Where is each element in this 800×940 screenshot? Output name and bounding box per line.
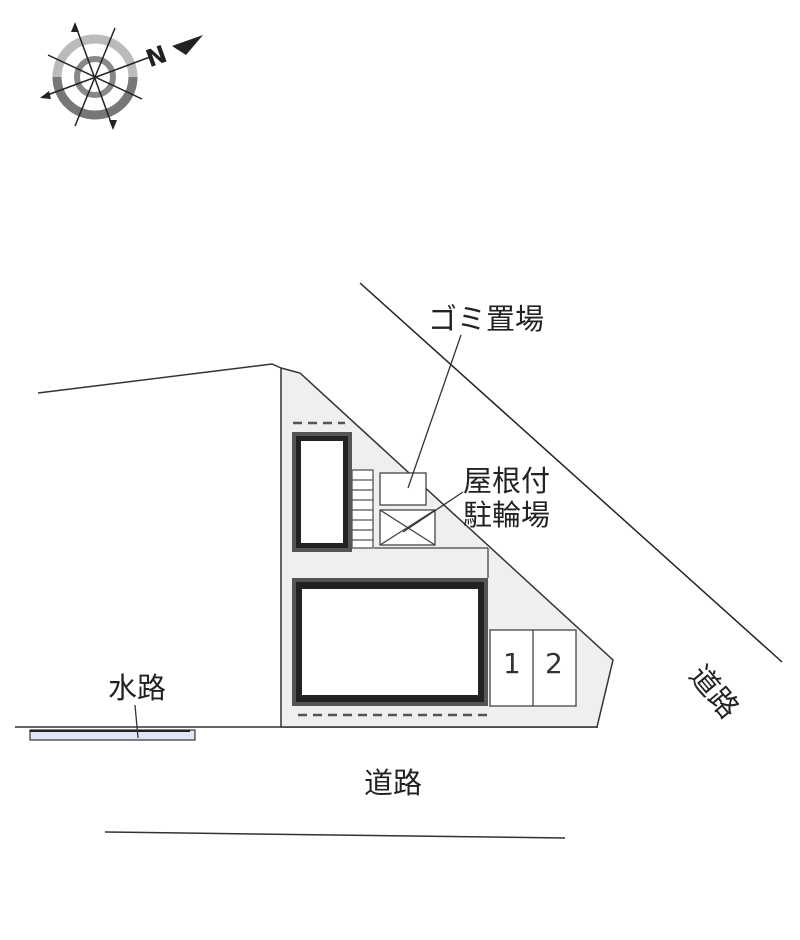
road-right-label: 道路 — [683, 659, 746, 725]
compass-icon: N — [40, 22, 203, 130]
building-annex — [292, 432, 352, 552]
garbage-label: ゴミ置場 — [428, 302, 544, 336]
parking-area: 1 2 — [489, 629, 577, 707]
garbage-area — [379, 472, 427, 506]
bike-label-line2: 駐輪場 — [463, 498, 550, 532]
parking-space-2: 2 — [545, 647, 563, 680]
road-edge-right — [359, 282, 783, 663]
waterway-label: 水路 — [108, 671, 166, 705]
bicycle-parking — [379, 509, 436, 546]
neighbor-boundary — [37, 363, 282, 394]
bike-label-line1: 屋根付 — [463, 464, 550, 498]
road-bottom-label: 道路 — [364, 766, 422, 800]
waterway — [29, 729, 196, 741]
stairs — [351, 469, 374, 549]
building-main — [292, 578, 488, 706]
road-edge-bottom — [104, 831, 566, 839]
parking-space-1: 1 — [503, 647, 521, 680]
compass-north-label: N — [142, 40, 170, 73]
